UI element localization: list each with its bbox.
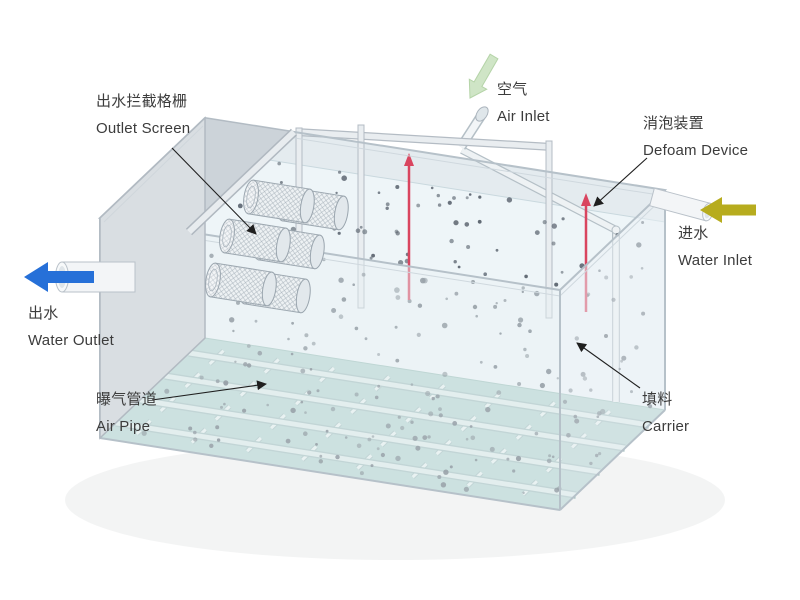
label-air-inlet: 空气 Air Inlet (497, 76, 550, 130)
label-carrier: 填料 Carrier (642, 386, 689, 440)
arrow-to-carrier (576, 342, 641, 389)
label-air-pipe-en: Air Pipe (96, 418, 151, 435)
water-inlet-arrow (700, 197, 756, 223)
arrow-to-outlet-screen (171, 147, 257, 235)
arrow-to-air-pipe (151, 380, 267, 401)
label-defoam-device-zh: 消泡装置 (643, 115, 704, 132)
air-inlet-opening (475, 106, 489, 122)
label-water-inlet-en: Water Inlet (678, 252, 753, 269)
outlet-screen-cylinder (205, 262, 277, 307)
waterline (204, 149, 666, 223)
label-air-pipe: 曝气管道 Air Pipe (96, 386, 157, 440)
label-water-outlet: 出水 Water Outlet (28, 300, 114, 354)
label-defoam-device-en: Defoam Device (643, 142, 749, 159)
label-carrier-en: Carrier (642, 418, 690, 435)
label-outlet-screen: 出水拦截格栅 Outlet Screen (96, 88, 190, 142)
outlet-chamber (98, 116, 298, 440)
label-air-inlet-zh: 空气 (497, 81, 528, 98)
label-water-outlet-en: Water Outlet (28, 332, 115, 349)
label-carrier-zh: 填料 (642, 391, 673, 408)
label-air-inlet-en: Air Inlet (497, 108, 550, 125)
tank-right-wall (560, 190, 665, 510)
label-outlet-screen-zh: 出水拦截格栅 (96, 93, 188, 110)
label-outlet-screen-en: Outlet Screen (96, 120, 191, 137)
label-water-inlet-zh: 进水 (678, 225, 709, 242)
water-outlet-arrow (24, 262, 94, 292)
air-inlet-arrow (468, 53, 499, 99)
outlet-screen-stack (205, 179, 349, 314)
arrow-to-defoam-device (593, 157, 648, 207)
defoam-device-left (404, 153, 414, 300)
label-air-pipe-zh: 曝气管道 (96, 391, 157, 408)
outlet-screen-cylinder (243, 179, 315, 224)
annotation-arrows (151, 147, 648, 401)
label-water-inlet: 进水 Water Inlet (678, 220, 752, 274)
label-water-outlet-zh: 出水 (28, 305, 59, 322)
outlet-screen-cylinder (219, 218, 291, 263)
label-defoam-device: 消泡装置 Defoam Device (643, 110, 748, 164)
